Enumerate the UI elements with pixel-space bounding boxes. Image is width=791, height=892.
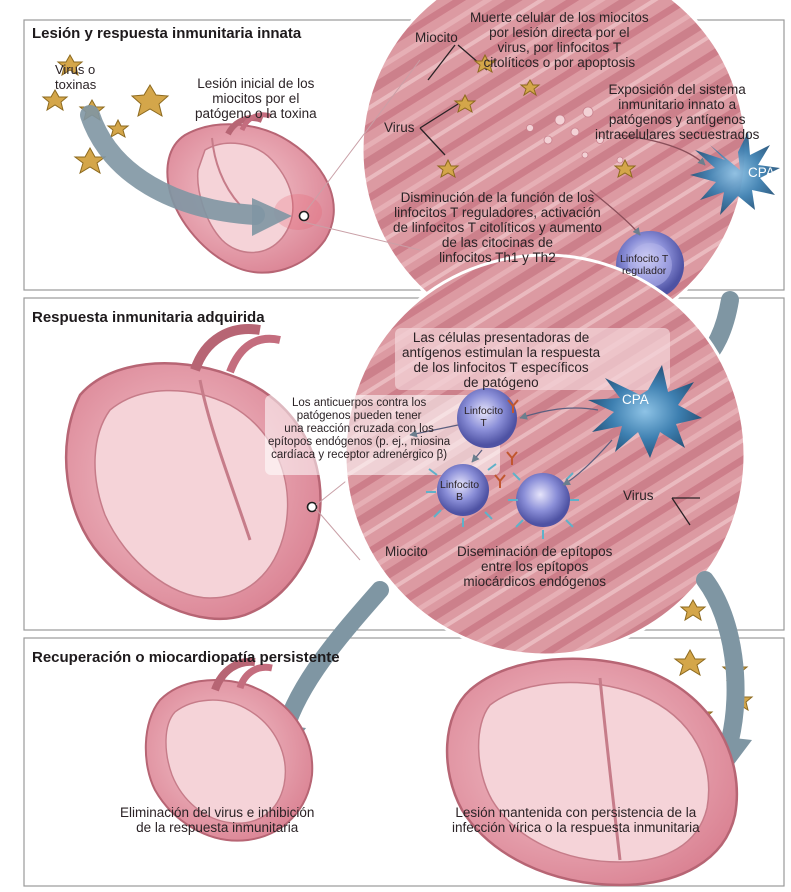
label-treg-reduction: Disminución de la función de los linfoci… xyxy=(393,190,602,266)
label-apc-innate: CPA xyxy=(748,165,775,180)
label-t-cell: Linfocito T xyxy=(464,406,503,430)
adaptive-site-marker xyxy=(308,503,317,512)
label-sustained-injury: Lesión mantenida con persistencia de la … xyxy=(452,805,700,835)
label-myocyte-innate: Miocito xyxy=(415,30,458,45)
label-elimination: Eliminación del virus e inhibición de la… xyxy=(120,805,314,835)
label-treg-cell: Linfocito T regulador xyxy=(620,254,668,278)
label-apc-stimulate: Las células presentadoras de antígenos e… xyxy=(402,330,600,390)
label-virus-adaptive: Virus xyxy=(623,488,654,503)
injury-site-marker xyxy=(300,212,309,221)
panel-title-adaptive: Respuesta inmunitaria adquirida xyxy=(32,310,265,327)
panel-title-innate: Lesión y respuesta inmunitaria innata xyxy=(32,26,301,43)
label-cell-death: Muerte celular de los miocitos por lesió… xyxy=(470,10,649,70)
label-epitope-spread: Diseminación de epítopos entre los epíto… xyxy=(457,544,612,589)
label-antibodies: Los anticuerpos contra los patógenos pue… xyxy=(268,397,450,461)
label-initial-injury: Lesión inicial de los miocitos por el pa… xyxy=(195,76,317,121)
label-b-cell: Linfocito B xyxy=(440,480,479,504)
label-virus-toxins: Virus o toxinas xyxy=(55,63,96,92)
panel-title-outcome: Recuperación o miocardiopatía persistent… xyxy=(32,650,340,667)
label-apc-adaptive: CPA xyxy=(622,392,649,407)
label-virus-innate: Virus xyxy=(384,120,415,135)
label-myocyte-adaptive: Miocito xyxy=(385,544,428,559)
label-innate-exposure: Exposición del sistema inmunitario innat… xyxy=(595,82,759,142)
